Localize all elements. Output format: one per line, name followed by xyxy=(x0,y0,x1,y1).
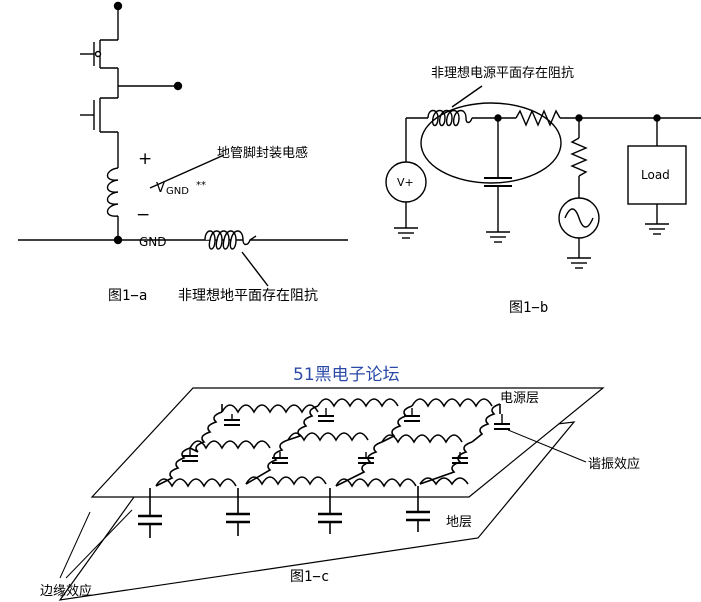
source-label: V+ xyxy=(397,176,414,189)
nonideal-power-label: 非理想电源平面存在阻抗 xyxy=(431,65,574,81)
pin-inductor xyxy=(106,167,119,217)
ground-plane-inductor xyxy=(204,230,257,250)
branch-resistor xyxy=(570,137,588,177)
plane-inductor-mesh xyxy=(155,398,501,488)
load-label: Load xyxy=(641,168,670,182)
plane-mini-capacitors xyxy=(181,408,511,464)
junction-dot xyxy=(173,81,183,91)
caption-1a: 图1−a xyxy=(108,288,147,304)
figure-1c xyxy=(58,387,605,601)
power-layer-label: 电源层 xyxy=(500,391,539,406)
ground-layer-label: 地层 xyxy=(446,515,472,530)
leader-line xyxy=(149,154,225,189)
resonance-label: 谐振效应 xyxy=(588,456,640,472)
plus-sign: + xyxy=(138,149,152,169)
nonideal-ground-label: 非理想地平面存在阻抗 xyxy=(178,288,318,304)
gnd-label: GND xyxy=(139,235,167,249)
interplane-capacitors xyxy=(138,486,430,538)
figure-1c-leaders xyxy=(59,429,587,579)
caption-1b: 图1−b xyxy=(509,300,548,316)
edge-effect-label: 边缘效应 xyxy=(40,583,92,599)
plane-inductor xyxy=(427,109,473,127)
figure-1a xyxy=(18,1,348,287)
vgnd-subscript: GND xyxy=(166,186,189,197)
mosfet-top xyxy=(80,39,118,69)
caption-1c: 图1−c xyxy=(290,569,329,585)
pin-inductance-label: 地管脚封装电感 xyxy=(217,145,308,161)
leader-line xyxy=(451,85,483,108)
minus-sign: − xyxy=(136,205,150,225)
watermark: 51黑电子论坛 xyxy=(293,365,400,385)
leader-line xyxy=(241,251,269,287)
mosfet-bottom xyxy=(80,97,118,133)
junction-dot xyxy=(113,235,123,245)
vgnd-label: V xyxy=(156,181,165,196)
nonideal-region-ellipse xyxy=(420,102,562,184)
plane-resistor xyxy=(515,109,561,127)
vgnd-superscript: ** xyxy=(196,180,206,191)
power-plane xyxy=(90,387,605,498)
figure-1b xyxy=(385,85,701,269)
